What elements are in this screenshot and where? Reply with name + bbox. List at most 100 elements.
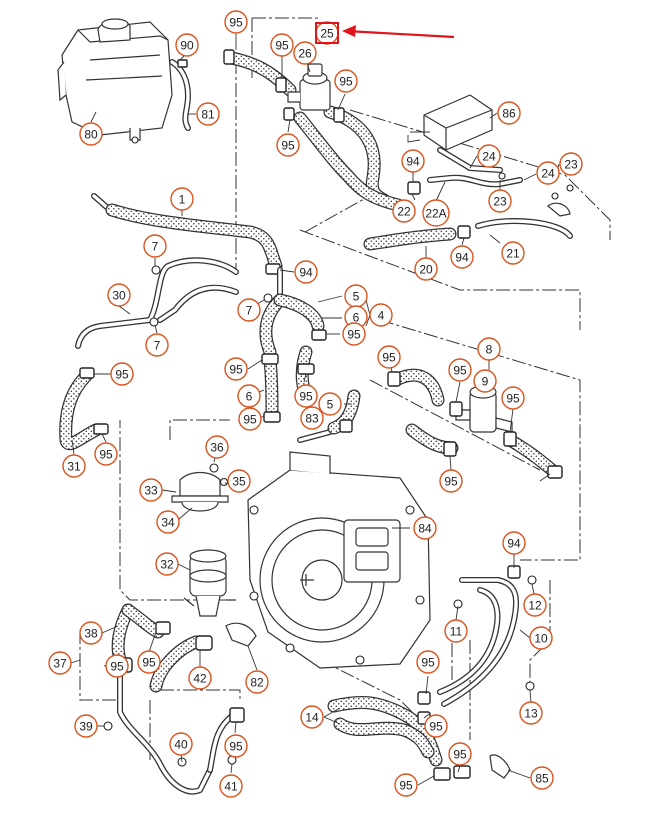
- callout-number: 35: [232, 475, 246, 489]
- callout-number: 95: [142, 656, 156, 670]
- callout-number: 95: [229, 740, 243, 754]
- callout-number: 23: [564, 158, 578, 172]
- callout-95: 95: [105, 654, 129, 678]
- callout-number: 11: [450, 625, 463, 639]
- callout-circle: [238, 407, 262, 431]
- callout-circle: [293, 41, 317, 65]
- control-unit-86: [407, 94, 493, 151]
- callout-circle: [523, 593, 547, 617]
- callout-circle: [536, 161, 560, 185]
- callout-circle: [237, 384, 261, 408]
- callout-23: 23: [488, 189, 512, 213]
- callout-number: 33: [144, 484, 158, 498]
- callout-80: 80: [79, 122, 103, 146]
- callout-circle: [205, 435, 229, 459]
- callout-number: 12: [528, 599, 542, 613]
- callout-circle: [334, 69, 358, 93]
- hose-38-assembly: [103, 603, 257, 795]
- callout-circle: [413, 516, 437, 540]
- callout-24: 24: [536, 161, 560, 185]
- callout-circle: [188, 666, 212, 690]
- hose-14-assembly: [327, 691, 511, 781]
- callout-36: 36: [205, 435, 229, 459]
- callout-83: 83: [300, 406, 324, 430]
- callout-95: 95: [224, 357, 248, 381]
- callout-circle: [502, 531, 526, 555]
- callout-circle: [422, 199, 450, 227]
- callout-number: 1: [179, 193, 186, 207]
- callout-8: 8: [477, 337, 501, 361]
- callout-number: 81: [201, 108, 215, 122]
- callout-circle: [559, 152, 583, 176]
- callout-95: 95: [439, 469, 463, 493]
- callout-number: 94: [507, 537, 521, 551]
- callout-11: 11: [444, 619, 468, 643]
- callout-5: 5: [318, 392, 342, 416]
- callout-circle: [300, 705, 324, 729]
- callout-number: 21: [506, 247, 520, 261]
- callout-95: 95: [94, 442, 118, 466]
- callout-22a: 22A: [422, 199, 450, 227]
- callout-number: 36: [210, 441, 224, 455]
- callout-number: 9: [482, 375, 489, 389]
- callout-number: 5: [353, 290, 360, 304]
- callout-41: 41: [219, 774, 243, 798]
- callout-circle: [477, 144, 501, 168]
- callout-number: 90: [180, 39, 194, 53]
- callout-circle: [530, 766, 554, 790]
- callout-95: 95: [224, 10, 248, 34]
- callout-circle: [477, 337, 501, 361]
- callout-95: 95: [110, 362, 134, 386]
- callout-95: 95: [270, 33, 294, 57]
- highlight-arrow: [345, 29, 455, 39]
- callout-number: 84: [418, 522, 432, 536]
- callout-95: 95: [424, 714, 448, 738]
- callout-94: 94: [401, 149, 425, 173]
- callout-number: 20: [419, 263, 433, 277]
- callout-number: 41: [224, 780, 238, 794]
- pump-32: [183, 549, 236, 617]
- callout-circle: [448, 358, 472, 382]
- callout-number: 6: [246, 390, 253, 404]
- callout-circle: [156, 510, 180, 534]
- callout-number: 95: [399, 779, 413, 793]
- callout-circle: [105, 654, 129, 678]
- callout-circle: [224, 734, 248, 758]
- callout-95: 95: [224, 734, 248, 758]
- y-hose-5-6: [259, 267, 327, 423]
- callout-number: 4: [378, 309, 385, 323]
- callout-number: 94: [455, 251, 469, 265]
- callout-94: 94: [450, 245, 474, 269]
- callout-circle: [227, 469, 251, 493]
- highlight-arrowhead: [342, 25, 356, 37]
- callout-number: 95: [243, 413, 257, 427]
- callout-95: 95: [394, 773, 418, 797]
- hose-20-21: [363, 218, 573, 251]
- callout-circle: [424, 714, 448, 738]
- callout-39: 39: [74, 714, 98, 738]
- callout-number: 32: [160, 558, 174, 572]
- callout-number: 94: [406, 155, 420, 169]
- callout-circle: [392, 199, 416, 223]
- hose-1: [91, 193, 283, 275]
- callout-number: 6: [353, 311, 360, 325]
- callout-circle: [237, 298, 261, 322]
- callout-number: 30: [112, 289, 126, 303]
- callout-circle: [62, 454, 86, 478]
- callout-35: 35: [227, 469, 251, 493]
- callout-circle: [155, 552, 179, 576]
- callout-circle: [394, 773, 418, 797]
- callout-circle: [74, 714, 98, 738]
- callout-14: 14: [300, 705, 324, 729]
- callout-number: 95: [453, 748, 467, 762]
- callout-number: 7: [152, 240, 159, 254]
- callout-circle: [224, 357, 248, 381]
- callout-95: 95: [294, 384, 318, 408]
- callout-95: 95: [448, 742, 472, 766]
- callout-number: 95: [444, 475, 458, 489]
- callout-number: 95: [453, 364, 467, 378]
- callout-95: 95: [137, 650, 161, 674]
- callout-number: 86: [502, 107, 516, 121]
- callout-number: 39: [79, 720, 93, 734]
